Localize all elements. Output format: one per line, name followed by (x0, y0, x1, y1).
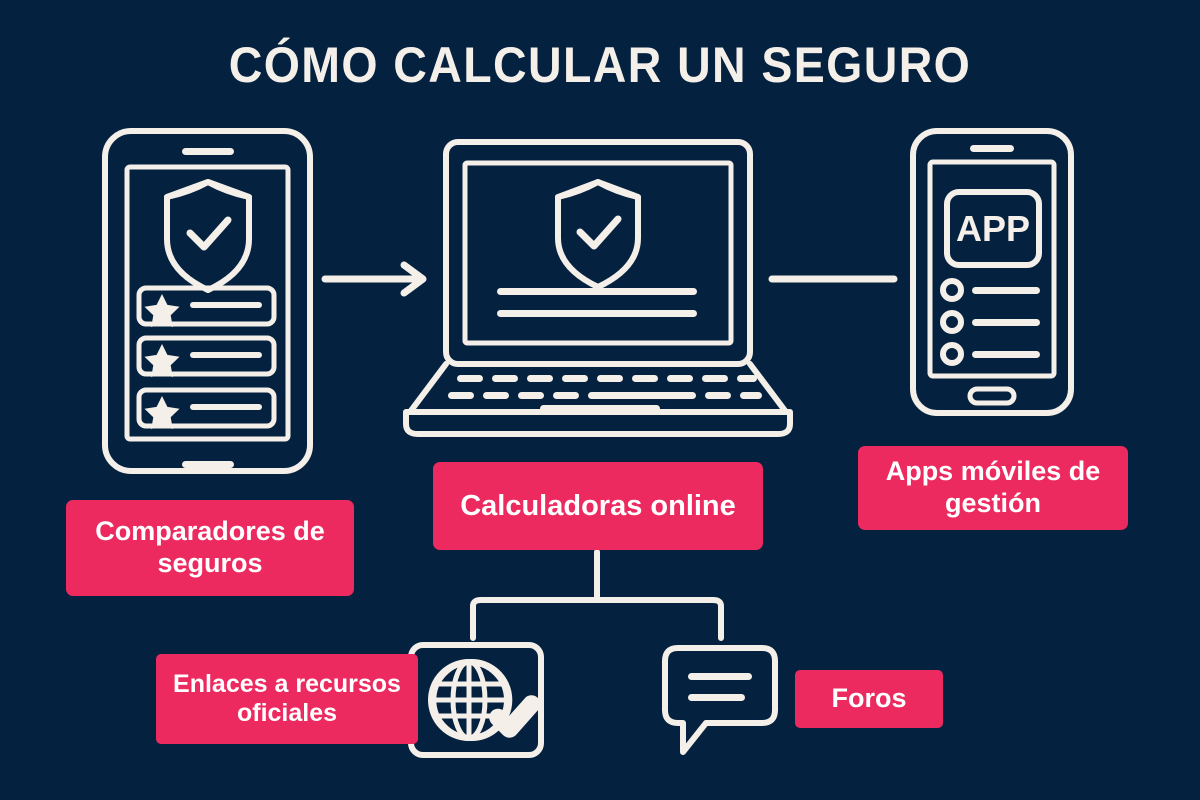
star-rating-row (136, 335, 277, 378)
app-screen-text: APP (955, 208, 1031, 249)
connector-tree-bracket (470, 549, 724, 641)
keyboard-keys-row (457, 375, 757, 382)
page-title: CÓMO CALCULAR UN SEGURO (228, 37, 972, 93)
label-foros[interactable]: Foros (795, 670, 943, 728)
app-list-row (940, 310, 1040, 334)
app-list-row (940, 278, 1040, 302)
smartphone-with-shield-and-star-ratings-icon (102, 128, 313, 474)
globe-with-check-icon (408, 642, 544, 758)
app-list-row (940, 342, 1040, 366)
laptop-with-shield-icon (403, 139, 793, 437)
star-rating-row (136, 285, 277, 328)
keyboard-keys-row (448, 392, 762, 399)
speech-bubble-icon (662, 645, 778, 755)
label-calculadoras-online[interactable]: Calculadoras online (433, 462, 763, 550)
smartphone-app-list-icon (910, 128, 1074, 416)
label-comparadores-de-seguros[interactable]: Comparadores de seguros (66, 500, 354, 596)
star-rating-row (136, 387, 277, 430)
arrow-right-icon (321, 261, 427, 297)
label-enlaces-a-recursos-oficiales[interactable]: Enlaces a recursos oficiales (156, 654, 418, 744)
label-apps-moviles-de-gestion[interactable]: Apps móviles de gestión (858, 446, 1128, 530)
